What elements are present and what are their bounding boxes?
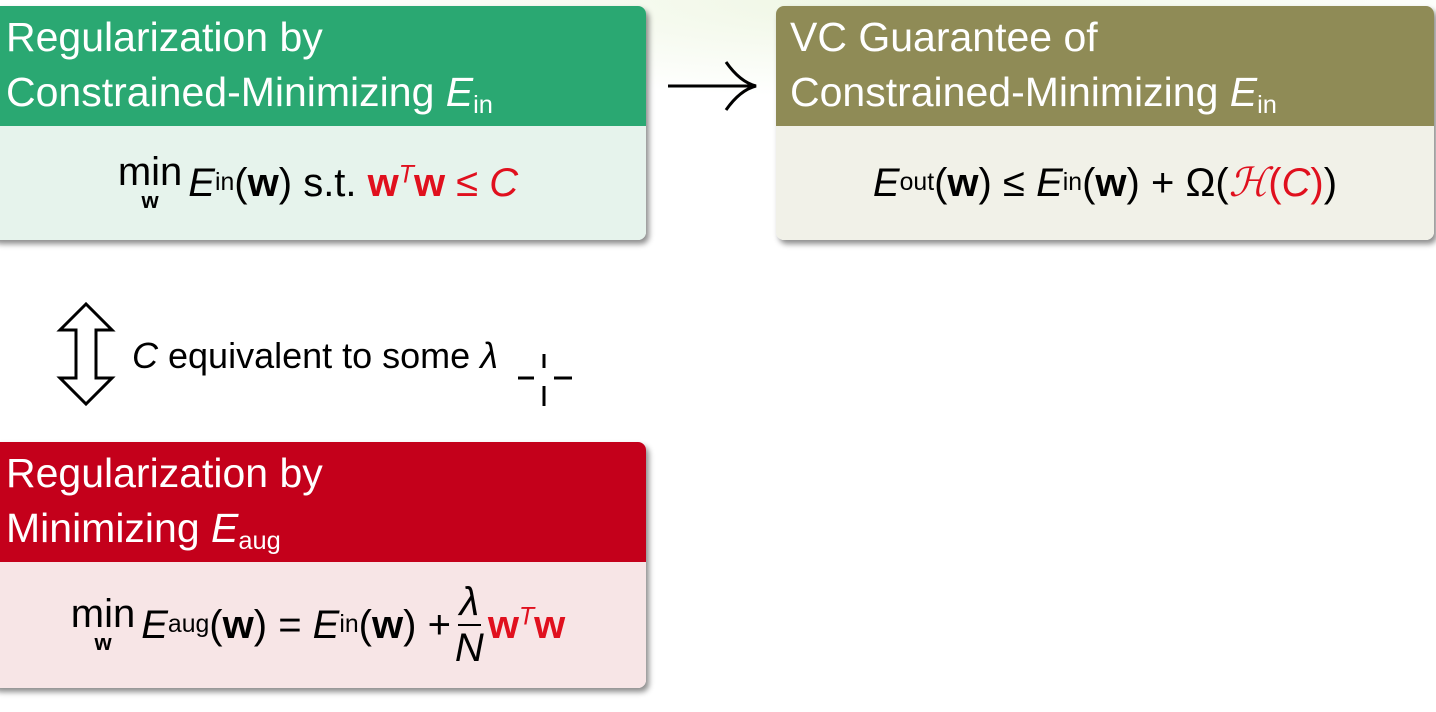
regularizer-expression: wTw — [487, 602, 566, 647]
vc-title-line1: VC Guarantee of — [790, 14, 1098, 60]
constrained-block-title: Regularization by Constrained-Minimizing… — [0, 6, 646, 126]
augmented-title-line2: Minimizing Eaug — [6, 505, 281, 556]
augmented-block-title: Regularization by Minimizing Eaug — [0, 442, 646, 562]
equivalence-statement: C equivalent to some λ — [132, 335, 498, 376]
crosshair-cursor-icon — [518, 354, 572, 406]
vc-guarantee-block: VC Guarantee of Constrained-Minimizing E… — [776, 6, 1434, 240]
vc-block-title: VC Guarantee of Constrained-Minimizing E… — [776, 6, 1434, 126]
vc-title-line2: Constrained-Minimizing Ein — [790, 69, 1277, 120]
right-arrow-icon — [668, 61, 757, 111]
augmented-title-line1: Regularization by — [6, 450, 323, 496]
hypothesis-set-expression: ℋ(C) — [1228, 160, 1324, 206]
constrained-title-line1: Regularization by — [6, 14, 323, 60]
constraint-expression: wTw ≤ C — [367, 160, 519, 205]
constrained-title-line2: Constrained-Minimizing Ein — [6, 69, 493, 120]
double-updown-arrow-icon — [56, 301, 116, 407]
constrained-regularization-block: Regularization by Constrained-Minimizing… — [0, 6, 646, 240]
